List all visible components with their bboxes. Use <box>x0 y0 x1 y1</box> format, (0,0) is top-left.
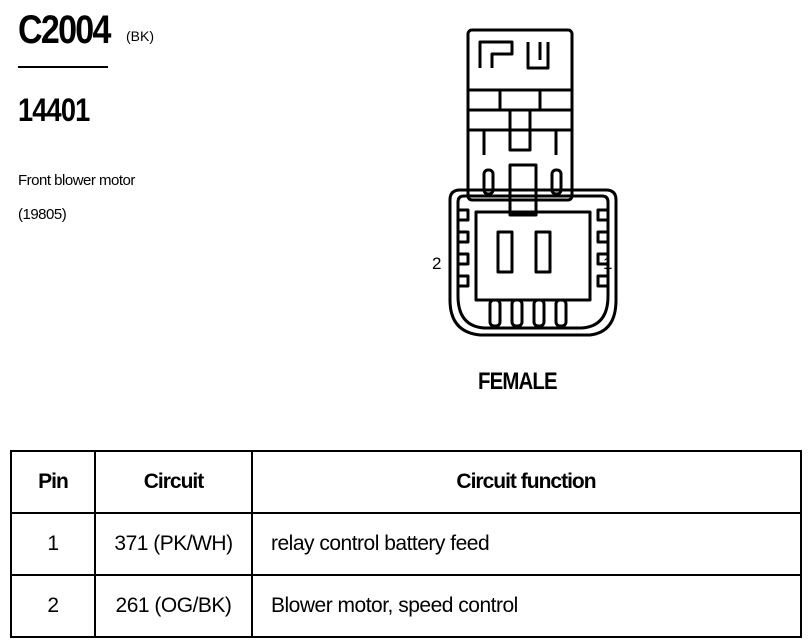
connector-color-code: (BK) <box>126 28 154 44</box>
connector-gender-label: FEMALE <box>478 368 558 395</box>
connector-body <box>448 188 618 337</box>
pinout-table: Pin Circuit Circuit function 1 371 (PK/W… <box>10 450 802 638</box>
connector-upper-housing <box>466 28 574 202</box>
connector-latch <box>478 40 550 70</box>
header-circuit: Circuit <box>94 450 253 514</box>
component-description: Front blower motor <box>18 172 135 189</box>
table-row: 1 371 (PK/WH) relay control battery feed <box>10 512 802 576</box>
pin-2-label: 2 <box>432 254 442 273</box>
title-divider <box>18 66 108 68</box>
cell-circuit-function: Blower motor, speed control <box>251 574 802 638</box>
pin-1-label: 1 <box>603 254 613 273</box>
part-number: 14401 <box>18 92 90 128</box>
cell-pin: 1 <box>10 512 96 576</box>
terminal-cavity-block <box>474 210 592 302</box>
connector-id: C2004 <box>18 8 111 52</box>
terminal-cavity-2 <box>496 230 514 274</box>
table-row: 2 261 (OG/BK) Blower motor, speed contro… <box>10 574 802 638</box>
connector-face-diagram <box>448 28 618 337</box>
terminal-cavity-1 <box>534 230 552 274</box>
cell-circuit-function: relay control battery feed <box>251 512 802 576</box>
header-circuit-function: Circuit function <box>251 450 802 514</box>
table-header-row: Pin Circuit Circuit function <box>10 450 802 514</box>
component-base-number: (19805) <box>18 206 67 223</box>
cell-pin: 2 <box>10 574 96 638</box>
header-pin: Pin <box>10 450 96 514</box>
cell-circuit: 261 (OG/BK) <box>94 574 253 638</box>
cell-circuit: 371 (PK/WH) <box>94 512 253 576</box>
